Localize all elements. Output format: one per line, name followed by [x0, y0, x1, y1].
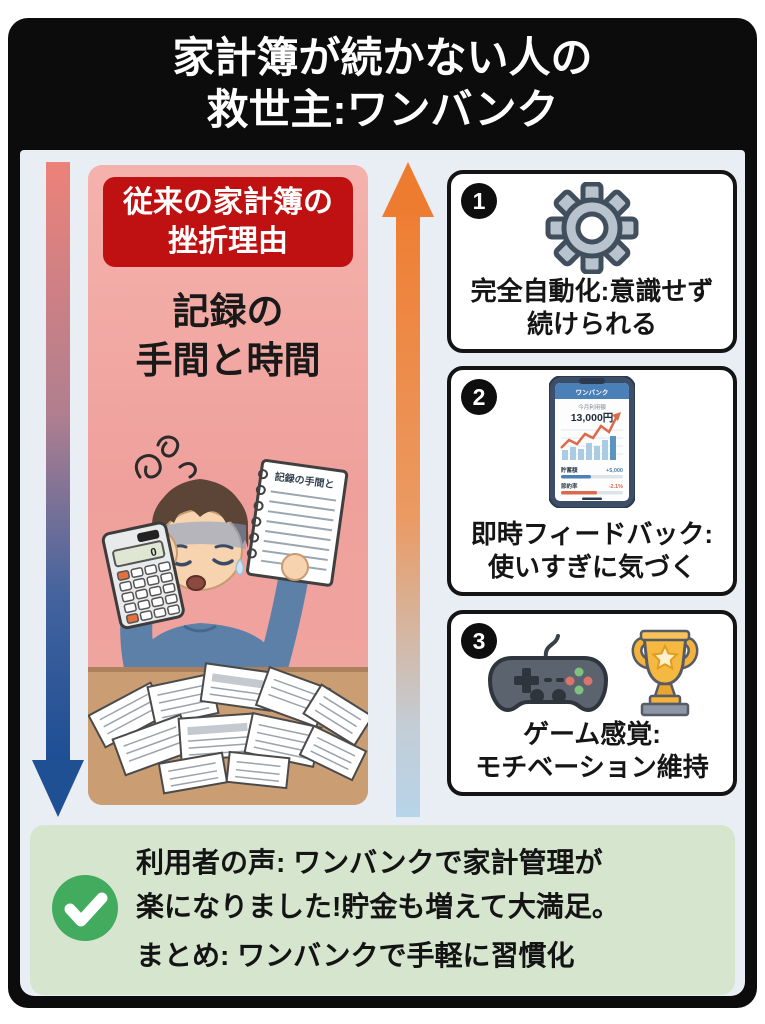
card-automation: 1	[447, 170, 737, 353]
benefit-cards: 1	[447, 170, 737, 810]
arrow-down-icon	[32, 162, 84, 817]
failure-badge: 従来の家計簿の 挫折理由	[103, 177, 353, 267]
testimonial-panel: 利用者の声: ワンバンクで家計管理が 楽になりました!貯金も増えて大満足。 まと…	[30, 825, 735, 995]
game-controller-icon	[487, 634, 609, 713]
phone-amount: 13,000円	[571, 412, 614, 424]
card-automation-text: 完全自動化:意識せず 続けられる	[470, 276, 714, 339]
receipts-icon	[88, 662, 368, 795]
outer-frame: 家計簿が続かない人の 救世主:ワンバンク	[8, 18, 757, 1008]
card-feedback-text: 即時フィードバック: 使いすぎに気づく	[470, 519, 714, 582]
number-badge-2: 2	[461, 379, 497, 415]
gear-icon	[545, 181, 639, 275]
phone-row2-label: 節約率	[560, 482, 578, 490]
stressed-person-illustration: 記録の手間と 0	[88, 435, 368, 805]
notebook-icon: 記録の手間と	[246, 459, 349, 587]
testimonial-line1: 利用者の声: ワンバンクで家計管理が	[136, 847, 603, 878]
phone-row1-label: 貯蓄額	[561, 466, 578, 474]
trophy-icon	[631, 629, 699, 717]
number-badge-3: 3	[461, 623, 497, 659]
testimonial-text: 利用者の声: ワンバンクで家計管理が 楽になりました!貯金も増えて大満足。 まと…	[136, 841, 723, 978]
check-icon	[52, 875, 118, 941]
page-title: 家計簿が続かない人の 救世主:ワンバンク	[8, 18, 757, 150]
content-area: 従来の家計簿の 挫折理由 記録の 手間と時間	[20, 150, 745, 996]
arrow-up-icon	[382, 162, 434, 817]
scribble-icon	[134, 435, 197, 479]
phone-row1-value: +5,000	[606, 468, 623, 474]
number-badge-1: 1	[461, 183, 497, 219]
summary-line: まとめ: ワンバンクで手軽に習慣化	[136, 940, 575, 971]
card-gamification-text: ゲーム感覚: モチベーション維持	[475, 719, 709, 782]
calculator-icon: 0	[101, 521, 185, 630]
testimonial-line2: 楽になりました!貯金も増えて大満足。	[136, 891, 620, 922]
failure-badge-line1: 従来の家計簿の	[123, 186, 333, 219]
svg-text:0: 0	[149, 546, 157, 559]
card-gamification: 3	[447, 610, 737, 796]
failure-reason-label: 記録の 手間と時間	[135, 291, 321, 381]
phone-app-title: ワンバンク	[576, 388, 609, 397]
phone-chart-icon: ワンバンク 今月利用額 13,000円	[548, 375, 636, 509]
page-title-line1: 家計簿が続かない人の	[172, 34, 593, 81]
failure-panel: 従来の家計簿の 挫折理由 記録の 手間と時間	[88, 165, 368, 805]
page-title-line2: 救世主:ワンバンク	[206, 86, 559, 133]
phone-row2-value: -2.1%	[609, 484, 623, 490]
failure-badge-line2: 挫折理由	[168, 225, 288, 258]
phone-amount-label: 今月利用額	[578, 403, 606, 411]
card-feedback: 2 ワンバンク 今月利用額 13,000円	[447, 366, 737, 596]
